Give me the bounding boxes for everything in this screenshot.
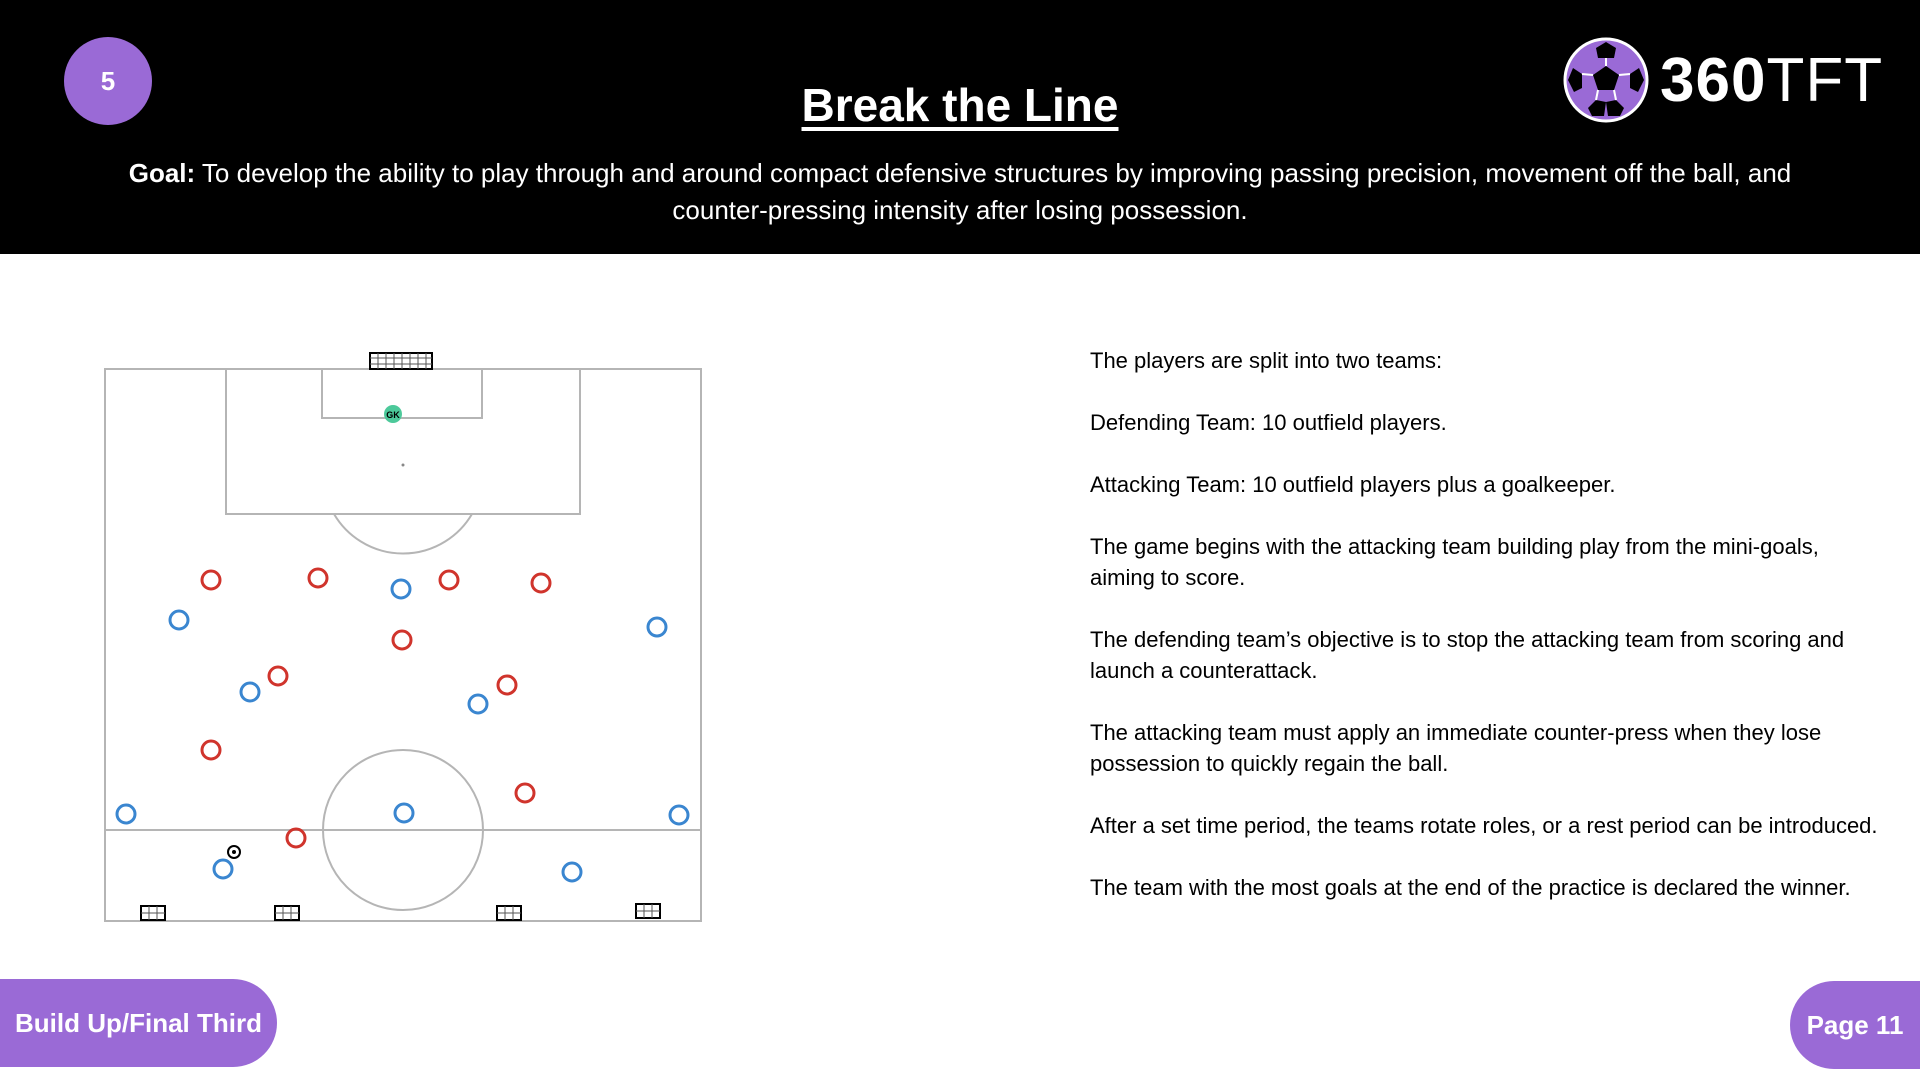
penalty-arc <box>333 513 473 555</box>
instruction-line: The players are split into two teams: <box>1090 348 1443 373</box>
instruction-line: After a set time period, the teams rotat… <box>1090 813 1878 838</box>
ball-icon <box>227 845 241 859</box>
red-player <box>438 569 460 591</box>
blue-player <box>668 804 690 826</box>
blue-player <box>561 861 583 883</box>
goal-description: To develop the ability to play through a… <box>195 158 1792 225</box>
blue-player <box>467 693 489 715</box>
goal-label: Goal: <box>128 158 196 188</box>
penalty-spot <box>401 463 405 467</box>
instruction-line: The defending team’s objective is to sto… <box>1090 627 1845 683</box>
soccer-ball-icon <box>1563 37 1649 123</box>
instruction-line: The attacking team must apply an immedia… <box>1090 720 1822 776</box>
pitch-diagram: GK <box>104 352 702 922</box>
mini-goal <box>496 905 522 921</box>
blue-player <box>115 803 137 825</box>
goal-text: Goal: To develop the ability to play thr… <box>110 155 1810 229</box>
session-number-badge: 5 <box>64 37 152 125</box>
mini-goal <box>140 905 166 921</box>
header-bar: 5 Break the Line Goal: To develop the ab… <box>0 0 1920 254</box>
brand-logo: 360TFT <box>1562 36 1883 124</box>
red-player <box>285 827 307 849</box>
instruction-line: Attacking Team: 10 outfield players plus… <box>1090 472 1616 497</box>
blue-player <box>646 616 668 638</box>
instruction-line: The game begins with the attacking team … <box>1090 534 1819 590</box>
center-circle <box>322 749 484 911</box>
page-title: Break the Line <box>801 79 1119 131</box>
mini-goal <box>635 903 661 919</box>
red-player <box>514 782 536 804</box>
instruction-line: The team with the most goals at the end … <box>1090 875 1851 900</box>
blue-player <box>393 802 415 824</box>
red-player <box>496 674 518 696</box>
mini-goals <box>140 903 661 921</box>
penalty-area <box>225 368 581 515</box>
main-goal <box>369 352 433 370</box>
goalkeeper: GK <box>384 405 402 423</box>
red-player <box>530 572 552 594</box>
pitch-boundary <box>104 368 702 922</box>
blue-player <box>212 858 234 880</box>
red-player <box>200 739 222 761</box>
goalkeeper-label: GK <box>386 410 400 420</box>
red-player <box>267 665 289 687</box>
goal-area <box>321 368 483 419</box>
red-player <box>307 567 329 589</box>
instructions-panel: The players are split into two teams: De… <box>1090 345 1880 934</box>
red-player <box>391 629 413 651</box>
blue-player <box>168 609 190 631</box>
red-player <box>200 569 222 591</box>
category-tag: Build Up/Final Third <box>0 979 277 1067</box>
blue-player <box>390 578 412 600</box>
mini-goal <box>274 905 300 921</box>
instruction-line: Defending Team: 10 outfield players. <box>1090 410 1447 435</box>
logo-wordmark: 360TFT <box>1660 45 1884 115</box>
page-number: Page 11 <box>1790 981 1920 1069</box>
blue-player <box>239 681 261 703</box>
